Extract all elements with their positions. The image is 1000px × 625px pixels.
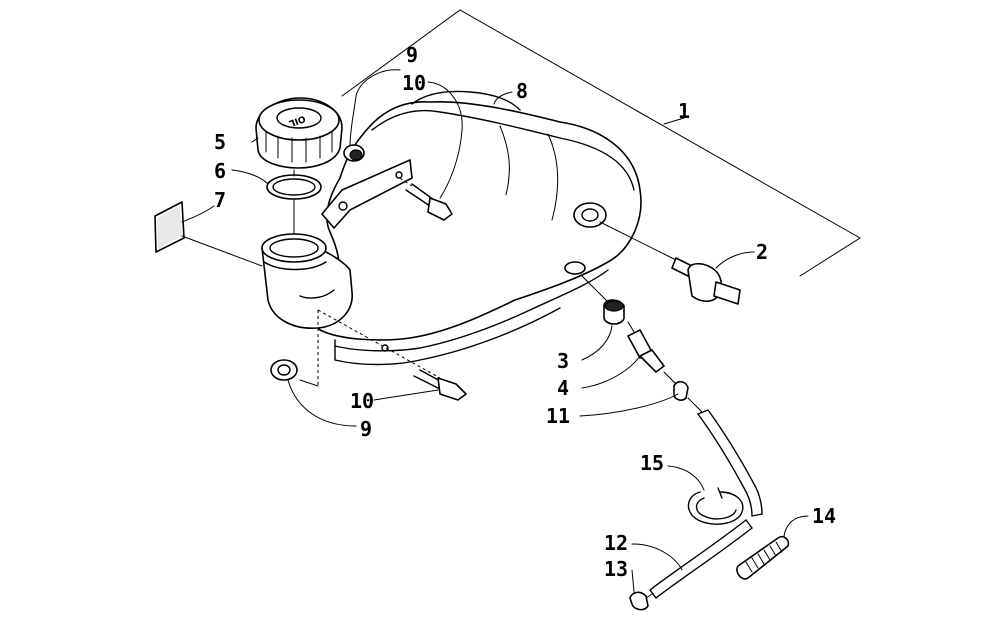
callout-labels: 1 2 3 4 5 6 7 8 9 9 10 10 11 12 13 14 15 xyxy=(214,43,836,581)
callout-8: 8 xyxy=(516,79,528,103)
grommet-top-icon xyxy=(343,144,365,162)
port-grommet-icon xyxy=(603,299,625,325)
filler-cap-icon: OIL xyxy=(255,97,343,169)
callout-6: 6 xyxy=(214,159,226,183)
callout-10-bottom: 10 xyxy=(350,389,374,413)
bolt-bottom-icon xyxy=(299,309,467,401)
elbow-fitting-icon xyxy=(627,321,665,373)
callout-3: 3 xyxy=(557,349,569,373)
callout-5: 5 xyxy=(214,130,226,154)
end-clamp-icon xyxy=(629,591,653,611)
filler-neck xyxy=(261,233,353,329)
callout-1: 1 xyxy=(678,99,690,123)
short-hose-icon xyxy=(649,519,753,599)
callout-12: 12 xyxy=(604,531,628,555)
callout-10-top: 10 xyxy=(402,71,426,95)
label-decal-icon xyxy=(154,201,185,253)
bolt-top-icon xyxy=(399,177,453,221)
callout-14: 14 xyxy=(812,504,836,528)
leader-lines xyxy=(181,69,809,593)
oil-tank-icon xyxy=(314,90,642,366)
callout-2: 2 xyxy=(756,240,768,264)
grommet-bottom-icon xyxy=(270,359,298,381)
small-clamp-icon xyxy=(663,371,689,401)
callout-9-top: 9 xyxy=(406,43,418,67)
hose-icon xyxy=(687,397,763,517)
callout-4: 4 xyxy=(557,376,569,400)
spring-clamp-icon xyxy=(687,487,744,525)
callout-15: 15 xyxy=(640,451,664,475)
outlet-fitting-icon xyxy=(599,221,741,305)
callout-7: 7 xyxy=(214,188,226,212)
callout-11: 11 xyxy=(546,404,570,428)
assembly-bracket xyxy=(341,9,861,277)
spiral-guard-icon xyxy=(736,535,790,580)
callout-13: 13 xyxy=(604,557,628,581)
gasket-icon xyxy=(266,174,322,200)
callout-9-bottom: 9 xyxy=(360,417,372,441)
